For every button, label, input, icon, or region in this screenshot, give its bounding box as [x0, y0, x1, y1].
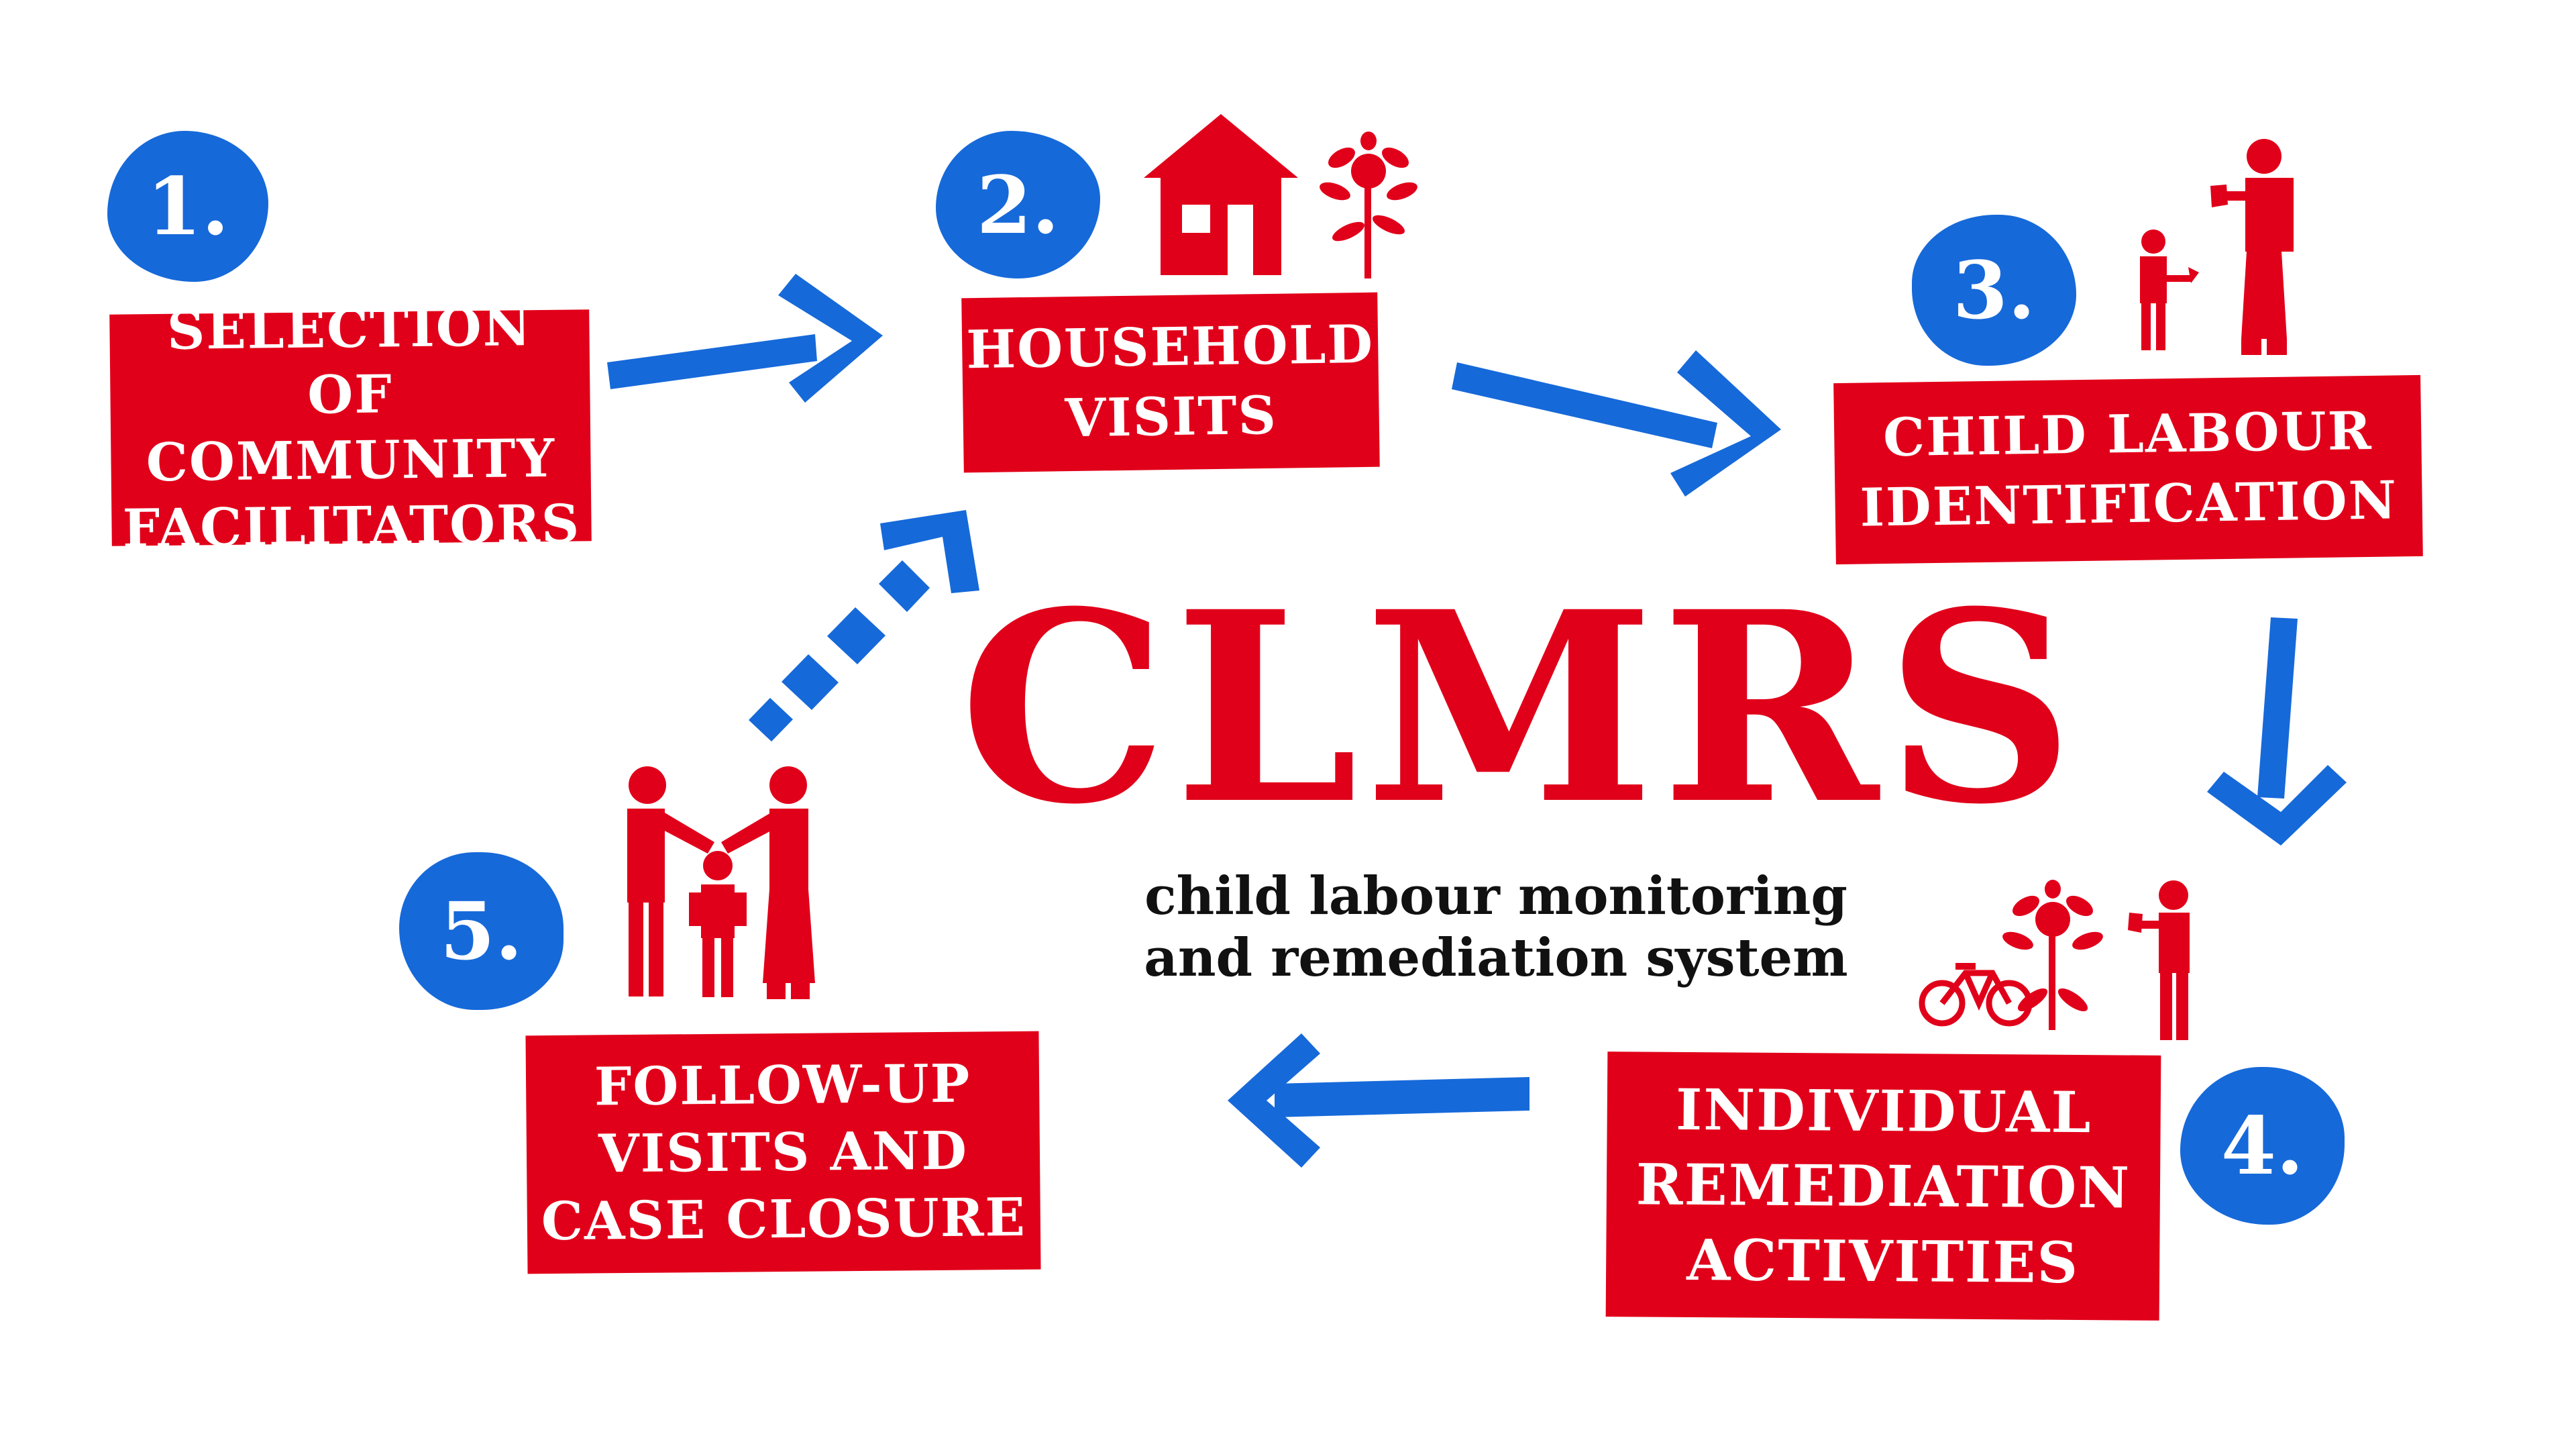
house-icon [1144, 114, 1298, 275]
adult-with-machete-icon [2210, 139, 2294, 355]
diagram-title: CLMRS [959, 554, 2082, 862]
step-2-box: HOUSEHOLD VISITS [961, 292, 1380, 473]
step-1-badge: 1. [107, 131, 268, 282]
step-4-box: INDIVIDUAL REMEDIATION ACTIVITIES [1605, 1052, 2161, 1321]
step-4-badge: 4. [2180, 1067, 2345, 1225]
step-5-badge: 5. [399, 852, 564, 1010]
family-holding-hands-icon [627, 766, 815, 999]
step-1-box: SELECTION OF COMMUNITY FACILITATORS [109, 297, 592, 559]
plant-icon [2002, 880, 2103, 1030]
step-5-number: 5. [439, 884, 523, 978]
step-2-label: HOUSEHOLD VISITS [965, 313, 1375, 450]
arrow-step2-to-step3 [1452, 350, 1781, 497]
diagram-subtitle: child labour monitoring and remediation … [1144, 866, 1848, 988]
step-1-label: SELECTION OF COMMUNITY FACILITATORS [122, 296, 581, 560]
step-3-badge: 3. [1912, 215, 2076, 366]
plant-icon [1320, 132, 1417, 278]
step-5-box: FOLLOW-UP VISITS AND CASE CLOSURE [525, 1031, 1041, 1274]
step-3-box: CHILD LABOUR IDENTIFICATION [1833, 374, 2423, 565]
arrow-step5-to-step2-dashed [749, 510, 979, 741]
adult-worker-icon [2128, 880, 2190, 1040]
step-5-label: FOLLOW-UP VISITS AND CASE CLOSURE [541, 1053, 1027, 1252]
arrow-step1-to-step2 [607, 274, 883, 403]
step-4-label: INDIVIDUAL REMEDIATION ACTIVITIES [1635, 1076, 2131, 1296]
step-3-label: CHILD LABOUR IDENTIFICATION [1859, 400, 2398, 539]
step-2-number: 2. [976, 158, 1060, 252]
step-1-number: 1. [146, 160, 229, 253]
step-4-number: 4. [2220, 1099, 2304, 1192]
child-worker-icon [2140, 229, 2199, 350]
arrow-step3-to-step4 [2207, 617, 2347, 846]
arrow-step4-to-step5 [1228, 1033, 1529, 1168]
step-2-badge: 2. [936, 131, 1100, 278]
step-3-number: 3. [1952, 244, 2036, 337]
